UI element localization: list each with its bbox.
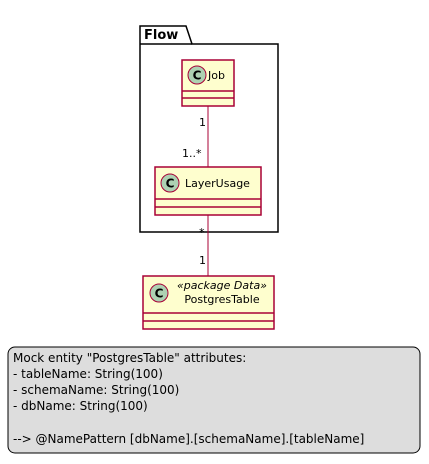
- note-line: - dbName: String(100): [13, 399, 148, 413]
- note-line: - schemaName: String(100): [13, 383, 179, 397]
- note-line: Mock entity "PostgresTable" attributes:: [13, 351, 246, 365]
- note-line: - tableName: String(100): [13, 367, 163, 381]
- legend-note: Mock entity "PostgresTable" attributes: …: [7, 346, 421, 454]
- note-line: --> @NamePattern [dbName].[schemaName].[…: [13, 432, 364, 446]
- class-c-icon: [187, 65, 207, 85]
- association-layerusage-postgrestable: * 1: [199, 215, 209, 276]
- multiplicity-layerusage-end: 1..*: [182, 147, 202, 160]
- multiplicity-postgrestable-end: 1: [199, 254, 206, 267]
- class-job[interactable]: C Job: [181, 59, 235, 107]
- class-box: [142, 275, 275, 330]
- class-icon-letter: C: [155, 287, 164, 301]
- class-layerusage[interactable]: C LayerUsage: [154, 166, 262, 216]
- legend-box: [7, 346, 421, 454]
- class-postgrestable[interactable]: C «package Data» PostgresTable: [142, 275, 275, 330]
- class-name: PostgresTable: [184, 293, 259, 306]
- class-stereotype: «package Data»: [177, 279, 267, 292]
- class-icon-letter: C: [193, 69, 202, 83]
- association-job-layerusage: 1 1..*: [182, 106, 209, 167]
- class-box: [181, 59, 235, 107]
- class-icon-letter: C: [166, 177, 175, 191]
- package-name: Flow: [144, 28, 178, 43]
- class-name: LayerUsage: [185, 177, 250, 190]
- multiplicity-layerusage-end: *: [199, 226, 205, 239]
- class-c-icon: [160, 173, 180, 193]
- class-c-icon: [149, 283, 169, 303]
- class-name: Job: [207, 69, 225, 82]
- multiplicity-job-end: 1: [199, 116, 206, 129]
